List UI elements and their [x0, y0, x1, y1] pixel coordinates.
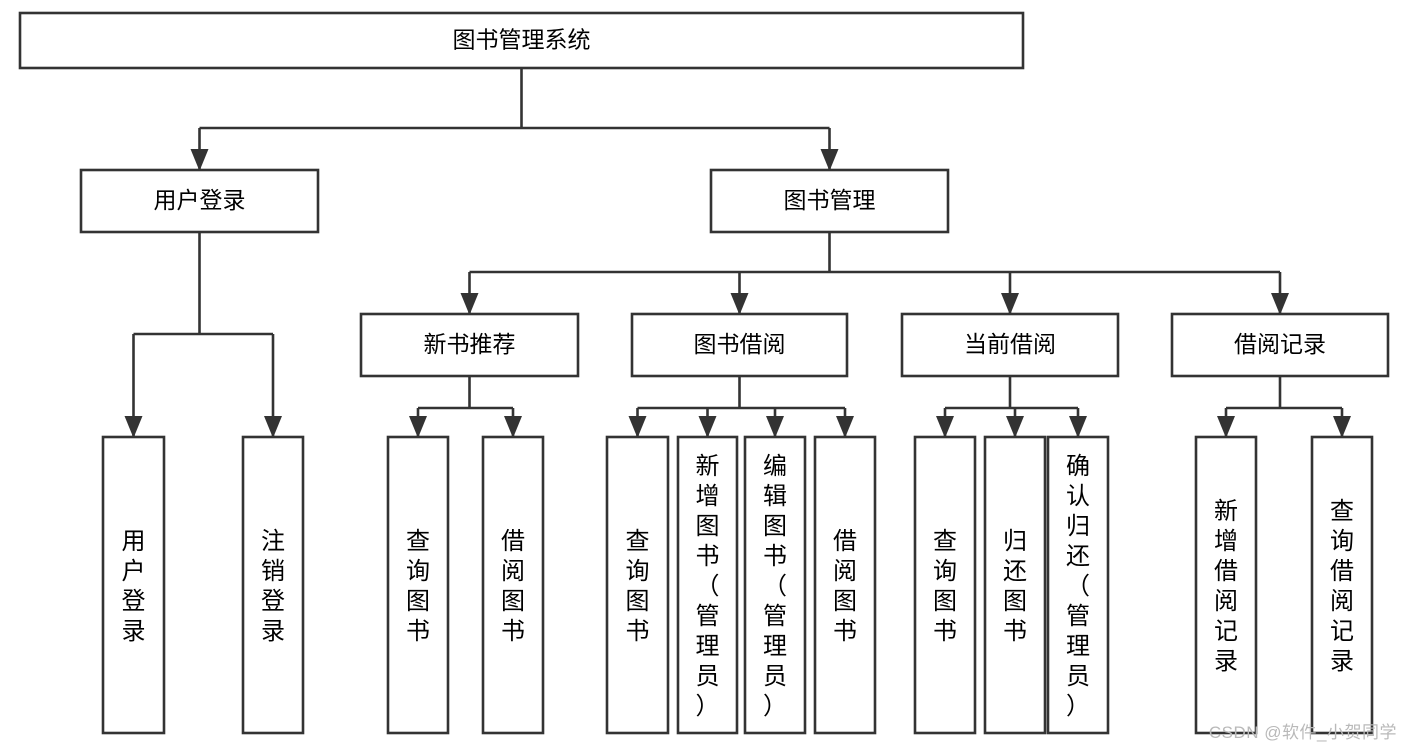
- level2-node-current-borrow[interactable]: 当前借阅: [900, 312, 1120, 378]
- node-box: [101, 435, 166, 735]
- node-boxes: 图书管理系统用户登录图书管理新书推荐图书借阅当前借阅借阅记录用户登录注销登录查询…: [18, 11, 1390, 735]
- node-label: 查询图书: [626, 528, 650, 645]
- arrow-head-icon: [409, 416, 427, 438]
- connector-lines: [124, 68, 1351, 438]
- node-label: 编辑图书（管理员）: [763, 453, 787, 720]
- node-label: 查询借阅记录: [1330, 498, 1354, 675]
- leaf-node-leaf-edit-book[interactable]: 编辑图书（管理员）: [743, 435, 807, 735]
- level2-node-new-book-recommend[interactable]: 新书推荐: [359, 312, 580, 378]
- node-box: [1194, 435, 1258, 735]
- node-label: 查询图书: [933, 528, 957, 645]
- arrow-head-icon: [124, 416, 143, 438]
- level2-node-book-borrow[interactable]: 图书借阅: [630, 312, 849, 378]
- arrow-head-icon: [1333, 416, 1351, 438]
- arrow-head-icon: [836, 416, 854, 438]
- node-box: [18, 11, 1025, 70]
- node-label: 新增图书（管理员）: [696, 453, 720, 720]
- node-box: [709, 168, 950, 234]
- node-label: 图书管理系统: [453, 27, 591, 53]
- level1-node-book-manage[interactable]: 图书管理: [709, 168, 950, 234]
- arrow-head-icon: [698, 416, 717, 438]
- node-label: 用户登录: [122, 528, 146, 645]
- arrow-head-icon: [1217, 416, 1235, 438]
- node-box: [676, 435, 739, 735]
- node-label: 当前借阅: [964, 331, 1056, 357]
- arrow-head-icon: [628, 416, 647, 438]
- node-box: [1170, 312, 1390, 378]
- node-box: [241, 435, 305, 735]
- leaf-node-leaf-query-book-1[interactable]: 查询图书: [386, 435, 450, 735]
- node-box: [630, 312, 849, 378]
- root-node-root[interactable]: 图书管理系统: [18, 11, 1025, 70]
- level1-node-user-login[interactable]: 用户登录: [79, 168, 320, 234]
- node-label: 图书借阅: [694, 331, 786, 357]
- node-box: [1310, 435, 1374, 735]
- arrow-head-icon: [1069, 416, 1087, 438]
- arrow-head-icon: [264, 416, 282, 438]
- leaf-node-leaf-add-record[interactable]: 新增借阅记录: [1194, 435, 1258, 735]
- node-label: 图书管理: [784, 187, 876, 213]
- node-box: [813, 435, 877, 735]
- node-label: 查询图书: [406, 528, 430, 645]
- arrow-head-icon: [1271, 293, 1289, 315]
- arrow-head-icon: [504, 416, 522, 438]
- leaf-node-leaf-borrow-book-1[interactable]: 借阅图书: [481, 435, 545, 735]
- node-box: [386, 435, 450, 735]
- arrow-head-icon: [1001, 293, 1019, 315]
- node-box: [359, 312, 580, 378]
- node-label: 用户登录: [154, 187, 246, 213]
- node-label: 新增借阅记录: [1214, 498, 1238, 675]
- node-label: 新书推荐: [424, 331, 516, 357]
- watermark-label: CSDN @软件_小贺同学: [1208, 723, 1397, 742]
- leaf-node-leaf-borrow-book-2[interactable]: 借阅图书: [813, 435, 877, 735]
- node-box: [983, 435, 1047, 735]
- arrow-head-icon: [190, 149, 209, 171]
- node-box: [743, 435, 807, 735]
- node-box: [1046, 435, 1110, 735]
- node-label: 借阅记录: [1234, 331, 1326, 357]
- arrow-head-icon: [460, 293, 479, 315]
- arrow-head-icon: [766, 416, 784, 438]
- level2-node-borrow-record[interactable]: 借阅记录: [1170, 312, 1390, 378]
- node-box: [900, 312, 1120, 378]
- node-box: [913, 435, 977, 735]
- node-box: [605, 435, 670, 735]
- leaf-node-leaf-return-book[interactable]: 归还图书: [983, 435, 1047, 735]
- leaf-node-leaf-query-book-2[interactable]: 查询图书: [605, 435, 670, 735]
- node-box: [481, 435, 545, 735]
- leaf-node-leaf-add-book[interactable]: 新增图书（管理员）: [676, 435, 739, 735]
- leaf-node-leaf-logout[interactable]: 注销登录: [241, 435, 305, 735]
- arrow-head-icon: [1006, 416, 1024, 438]
- node-label: 归还图书: [1003, 528, 1027, 645]
- arrow-head-icon: [730, 293, 749, 315]
- node-label: 注销登录: [261, 528, 285, 645]
- leaf-node-leaf-query-record[interactable]: 查询借阅记录: [1310, 435, 1374, 735]
- leaf-node-leaf-query-book-3[interactable]: 查询图书: [913, 435, 977, 735]
- arrow-head-icon: [936, 416, 954, 438]
- node-box: [79, 168, 320, 234]
- leaf-node-leaf-confirm-return[interactable]: 确认归还（管理员）: [1046, 435, 1110, 735]
- arrow-head-icon: [820, 149, 839, 171]
- leaf-node-leaf-user-login[interactable]: 用户登录: [101, 435, 166, 735]
- node-label: 确认归还（管理员）: [1066, 453, 1090, 720]
- node-label: 借阅图书: [501, 528, 525, 645]
- node-label: 借阅图书: [833, 528, 857, 645]
